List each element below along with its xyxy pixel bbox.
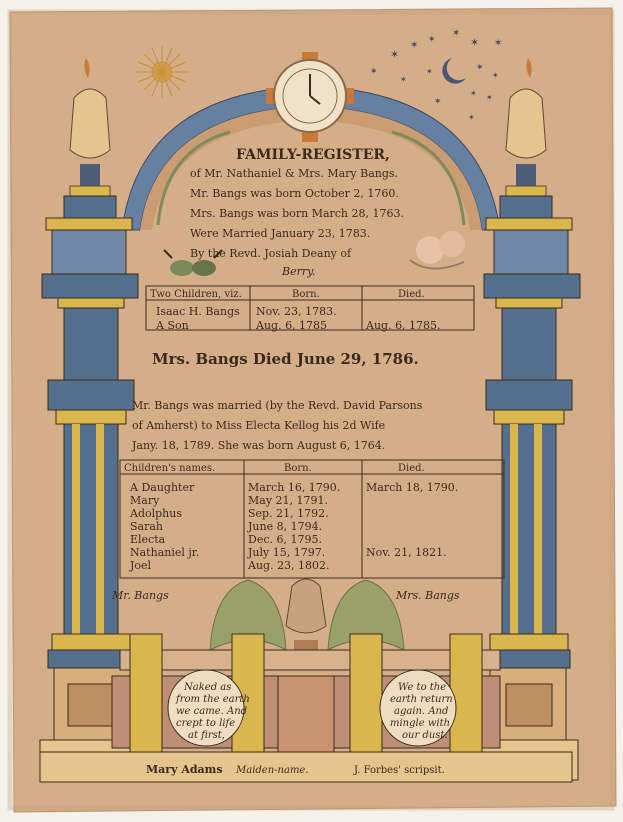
left-verse-line-4: crept to life (176, 718, 236, 729)
artist-name: Mary Adams (146, 763, 223, 776)
child-6-born: July 15, 1797. (248, 546, 326, 559)
child-5-born: Dec. 6, 1795. (248, 533, 322, 546)
svg-text:✶: ✶ (486, 93, 493, 102)
left-column-label: Mr. Bangs (112, 589, 169, 602)
child-6-died: Nov. 21, 1821. (366, 546, 447, 559)
child-7-born: Aug. 23, 1802. (248, 559, 330, 572)
right-verse-line-5: our dust. (402, 730, 448, 741)
first-child-born: Nov. 23, 1783. (256, 305, 337, 318)
child-7-name: Joel (130, 559, 152, 572)
right-column-label: Mrs. Bangs (396, 589, 460, 602)
right-verse-line-4: mingle with (390, 718, 451, 729)
maiden-name-note: Maiden-name. (236, 765, 309, 776)
register-line-1: of Mr. Nathaniel & Mrs. Mary Bangs. (190, 167, 399, 180)
second-children-header-born: Born. (284, 463, 312, 474)
svg-text:✶: ✶ (428, 35, 436, 45)
second-marriage-line-3: Jany. 18, 1789. She was born August 6, 1… (132, 439, 386, 452)
second-marriage-line-1: Mr. Bangs was married (by the Revd. Davi… (132, 399, 423, 412)
child-2-born: May 21, 1791. (248, 494, 329, 507)
cherubs-drawing (409, 231, 465, 270)
left-verse-line-1: Naked as (184, 682, 232, 693)
second-child-died: Aug. 6, 1785. (366, 319, 441, 332)
register-line-3: Mrs. Bangs was born March 28, 1763. (190, 207, 404, 220)
left-urn-drawing (69, 58, 111, 197)
register-title: FAMILY-REGISTER, (236, 147, 390, 163)
lovebirds-drawing (163, 249, 223, 276)
svg-text:✶: ✶ (468, 113, 475, 122)
second-children-header-names: Children's names. (124, 463, 216, 474)
child-1-died: March 18, 1790. (366, 481, 459, 494)
sun-drawing (136, 46, 188, 98)
child-5-name: Electa (130, 533, 166, 546)
register-line-2: Mr. Bangs was born October 2, 1760. (190, 187, 399, 200)
weeping-willows-drawing (209, 579, 405, 651)
svg-text:✶: ✶ (470, 89, 477, 98)
register-line-5: By the Revd. Josiah Deany of (190, 247, 352, 260)
right-pillar-drawing (481, 195, 581, 781)
second-marriage-line-2: of Amherst) to Miss Electa Kellog his 2d… (132, 419, 386, 432)
left-verse-line-2: from the earth (176, 694, 250, 705)
moon-and-stars-drawing: ✶ ✶ ✶ ✶ ✶ ✶ ✶ ✶ ✶ ✶ ✶ ✶ ✶ ✶ ✶ (370, 28, 502, 122)
clock-drawing (266, 52, 354, 142)
second-children-header-died: Died. (398, 463, 425, 474)
svg-text:✶: ✶ (426, 67, 433, 76)
svg-text:✶: ✶ (476, 63, 484, 73)
child-3-name: Adolphus (130, 507, 182, 520)
svg-text:✶: ✶ (390, 48, 399, 61)
first-children-header-names: Two Children, viz. (150, 289, 242, 300)
svg-text:✶: ✶ (494, 38, 502, 49)
svg-text:✶: ✶ (370, 67, 378, 77)
left-verse-line-5: at first, (188, 730, 225, 741)
second-child-born: Aug. 6, 1785 (256, 319, 328, 332)
register-tables (119, 285, 505, 579)
svg-text:✶: ✶ (470, 36, 479, 49)
scripsit-note: J. Forbes' scripsit. (354, 765, 445, 776)
svg-text:✶: ✶ (434, 97, 442, 107)
first-children-header-died: Died. (398, 289, 425, 300)
svg-text:✶: ✶ (452, 28, 460, 39)
register-place: Berry. (282, 265, 316, 278)
register-line-4: Were Married January 23, 1783. (190, 227, 371, 240)
child-3-born: Sep. 21, 1792. (248, 507, 329, 520)
svg-text:✶: ✶ (492, 71, 499, 80)
first-children-header-born: Born. (292, 289, 320, 300)
child-1-born: March 16, 1790. (248, 481, 341, 494)
child-4-name: Sarah (130, 520, 163, 533)
svg-text:✶: ✶ (410, 40, 418, 51)
tomb-drawing (39, 633, 573, 783)
death-notice: Mrs. Bangs Died June 29, 1786. (152, 350, 419, 368)
first-child-name: Isaac H. Bangs (156, 305, 240, 318)
verse-circles (167, 669, 457, 747)
child-2-name: Mary (130, 494, 160, 507)
right-urn-drawing (505, 58, 547, 197)
right-verse-line-2: earth return (390, 694, 453, 705)
right-verse-line-3: again. And (394, 706, 449, 717)
left-verse-line-3: we came. And (176, 706, 248, 717)
second-child-name: A Son (156, 319, 189, 332)
child-4-born: June 8, 1794. (248, 520, 323, 533)
right-verse-line-1: We to the (398, 682, 447, 693)
child-6-name: Nathaniel jr. (130, 546, 200, 559)
svg-text:✶: ✶ (400, 75, 407, 84)
child-1-name: A Daughter (130, 481, 195, 494)
